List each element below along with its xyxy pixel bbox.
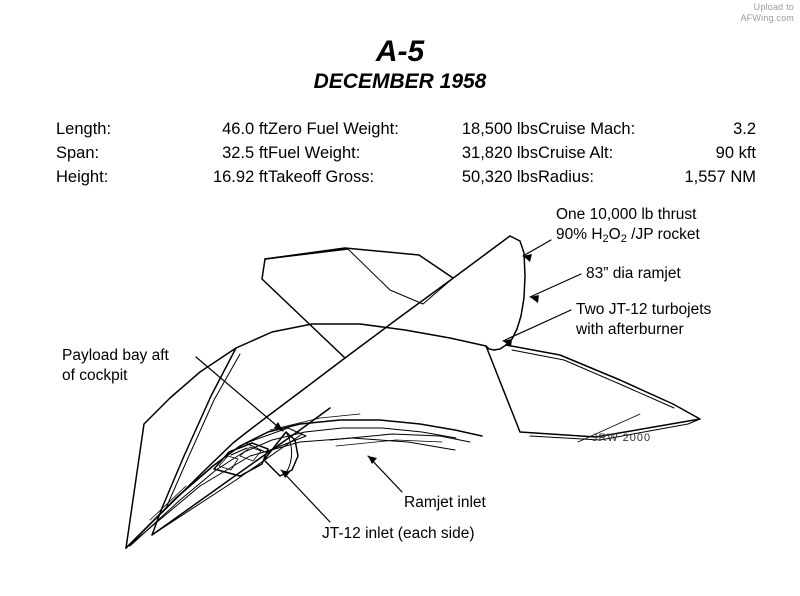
canopy-window-left xyxy=(218,455,239,471)
callout-payload-line-2: of cockpit xyxy=(62,366,128,384)
spec-value-cruise-mach: 3.2 xyxy=(733,120,756,138)
spec-label-fuel-weight: Fuel Weight: xyxy=(268,144,361,162)
fin-root-blend-line xyxy=(422,278,453,305)
spec-label-takeoff-gross: Takeoff Gross: xyxy=(268,168,375,186)
aircraft-body-group xyxy=(125,235,701,549)
leader-ramjet xyxy=(529,273,582,298)
spec-value-radius: 1,557 NM xyxy=(684,168,756,186)
callout-rocket-line-2: 90% H2O2 /JP rocket xyxy=(556,225,700,249)
callout-rocket-post: /JP rocket xyxy=(626,225,700,243)
leader-lines-group xyxy=(195,239,641,523)
callout-rocket-sub-2: 2 xyxy=(620,232,627,245)
specifications-table: Length: 46.0 ft Span: 32.5 ft Height: 16… xyxy=(56,118,756,188)
callout-payload-line-1: Payload bay aft xyxy=(62,347,169,364)
spec-label-radius: Radius: xyxy=(538,168,594,186)
leader-arrowhead-turbojet xyxy=(503,339,512,347)
ramjet-inlet-lip xyxy=(335,439,443,447)
forebody-detail-line xyxy=(269,413,361,431)
leader-arrowhead-jt12-inlet xyxy=(281,470,290,478)
right-wing-leading-edge-inner xyxy=(511,349,675,409)
spec-value-zero-fuel-weight: 18,500 lbs xyxy=(461,120,538,138)
callout-ramjet-text: 83” dia ramjet xyxy=(586,265,681,282)
left-wing-trailing-edge-inner xyxy=(151,433,303,536)
ramjet-inlet-duct xyxy=(329,433,471,443)
spec-value-cruise-alt: 90 kft xyxy=(715,144,756,162)
spec-value-height: 16.92 ft xyxy=(212,168,268,186)
callout-ramjet-inlet-text: Ramjet inlet xyxy=(404,494,486,511)
spec-column-dimensions: Length: 46.0 ft Span: 32.5 ft Height: 16… xyxy=(56,118,268,188)
title-block: A-5 DECEMBER 1958 xyxy=(0,36,800,95)
leader-arrowhead-ramjet xyxy=(530,295,539,303)
page-subtitle: DECEMBER 1958 xyxy=(313,70,487,93)
left-wing-leading-edge-inner xyxy=(165,353,241,509)
spec-label-zero-fuel-weight: Zero Fuel Weight: xyxy=(268,120,399,138)
callout-jt12-inlet-text: JT-12 inlet (each side) xyxy=(322,525,475,542)
jt12-inlet-lip xyxy=(285,431,293,474)
spec-label-cruise-alt: Cruise Alt: xyxy=(538,144,614,162)
callout-ramjet-inlet: Ramjet inlet xyxy=(404,493,486,513)
spec-label-height: Height: xyxy=(56,168,109,186)
jt12-inlet-scoop xyxy=(263,431,299,477)
fuselage-upper-spine xyxy=(125,235,511,549)
watermark-line-1: Upload to xyxy=(753,2,794,12)
callout-payload-bay: Payload bay aft of cockpit xyxy=(62,346,169,385)
callout-ramjet: 83” dia ramjet xyxy=(586,264,681,284)
leader-rocket xyxy=(522,239,552,257)
nose-detail-line xyxy=(149,485,187,521)
page-title: A-5 xyxy=(375,35,425,68)
fuselage-chine-line xyxy=(125,419,483,549)
spec-value-takeoff-gross: 50,320 lbs xyxy=(461,168,538,186)
spec-column-performance: Cruise Mach: 3.2 Cruise Alt: 90 kft Radi… xyxy=(538,118,756,188)
payload-bay-outline xyxy=(245,427,307,453)
canopy-window-right xyxy=(239,446,262,462)
fuselage-top-deck-edge xyxy=(505,235,526,346)
leader-arrowhead-rocket xyxy=(523,254,532,262)
callout-rocket-mid: O xyxy=(608,225,621,243)
leader-arrowhead-ramjet-inlet xyxy=(368,456,377,464)
spec-value-fuel-weight: 31,820 lbs xyxy=(461,144,538,162)
artist-signature: JRW 2000 xyxy=(592,432,651,444)
right-wing-trailing-edge-inner xyxy=(529,418,701,441)
fuselage-belly-line xyxy=(125,437,456,549)
callout-rocket-sub-1: 2 xyxy=(602,232,609,245)
rudder-hinge-line xyxy=(347,248,424,305)
watermark: Upload to AFWing.com xyxy=(740,2,794,24)
leader-payload-bay xyxy=(195,356,284,432)
canopy-frame-line xyxy=(230,447,248,456)
spec-value-length: 46.0 ft xyxy=(222,120,268,138)
leader-arrowhead-payload-bay xyxy=(274,422,283,431)
callout-turbojet: Two JT-12 turbojets with afterburner xyxy=(576,300,711,339)
callout-jt12-inlet: JT-12 inlet (each side) xyxy=(322,524,475,544)
watermark-line-2: AFWing.com xyxy=(740,13,794,23)
callout-rocket-pre: 90% H xyxy=(556,225,603,243)
engine-nozzle-rear-contour xyxy=(485,344,507,351)
spec-value-span: 32.5 ft xyxy=(222,144,268,162)
fuselage-lower-right-edge xyxy=(125,323,487,549)
signature-leader xyxy=(577,413,641,443)
leader-turbojet xyxy=(502,309,572,342)
callout-turbojet-line-1: Two JT-12 turbojets xyxy=(576,301,712,318)
right-wing-planform xyxy=(485,344,701,438)
vertical-fin-top-edge xyxy=(264,248,349,260)
leader-jt12-inlet xyxy=(280,469,331,523)
spec-label-span: Span: xyxy=(56,144,100,162)
canopy-outline xyxy=(213,442,269,477)
callout-rocket: One 10,000 lb thrust 90% H2O2 /JP rocket xyxy=(556,205,700,249)
callout-rocket-line-1: One 10,000 lb thrust xyxy=(556,206,697,223)
callout-turbojet-line-2: with afterburner xyxy=(576,320,684,338)
spec-label-cruise-mach: Cruise Mach: xyxy=(538,120,636,138)
spec-label-length: Length: xyxy=(56,120,112,138)
spec-column-weights: Zero Fuel Weight: 18,500 lbs Fuel Weight… xyxy=(268,118,538,188)
